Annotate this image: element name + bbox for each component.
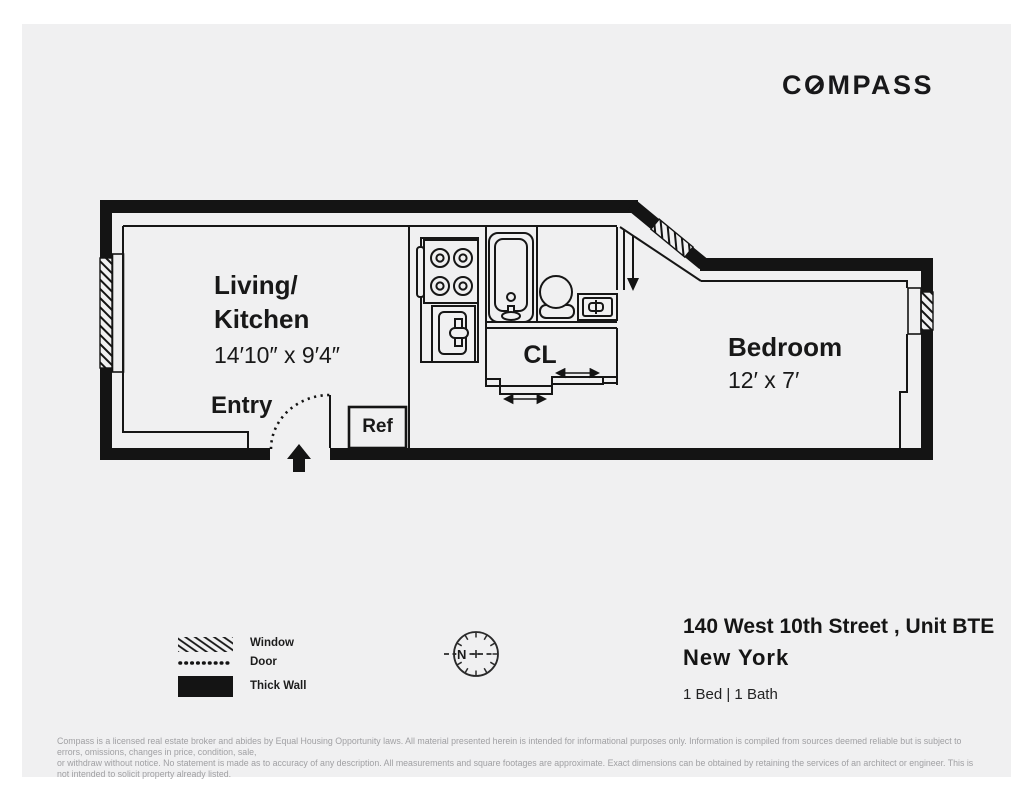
bathroom-fixtures: [488, 232, 618, 323]
diagonal-window: [649, 218, 695, 259]
living-kitchen-dimensions: 14′10″ x 9′4″: [214, 342, 340, 368]
legend-door-label: Door: [250, 656, 277, 668]
bathtub-faucet: [501, 311, 521, 321]
logo-letters-mpass: MPASS: [827, 70, 935, 100]
closet-door-panel-left: [499, 385, 553, 395]
left-window-sill: [111, 253, 125, 373]
entry-label: Entry: [211, 392, 273, 419]
closet-doors: [485, 367, 618, 405]
closet-jamb-left: [485, 378, 501, 387]
entry-arrow-head: [287, 444, 311, 459]
legend-symbols: [178, 637, 235, 697]
compass-rose: N: [444, 631, 499, 677]
exterior-walls: [100, 200, 933, 460]
interior-partitions: [122, 225, 908, 449]
legend-thick-wall-label: Thick Wall: [250, 680, 307, 692]
logo-letter-c: C: [782, 70, 804, 100]
compass-logo: COMPASS: [782, 70, 938, 101]
disclaimer-text: Compass is a licensed real estate broker…: [57, 736, 974, 779]
refrigerator-box: [347, 405, 408, 450]
entry-door: [269, 393, 331, 472]
refrigerator-label: Ref: [362, 416, 393, 437]
bedroom-dimensions: 12′ x 7′: [728, 367, 800, 393]
compass-north-label: N: [457, 647, 466, 662]
legend-window-label: Window: [250, 637, 294, 649]
stove: [423, 239, 479, 304]
bedroom-label: Bedroom 12′ x 7′: [728, 332, 843, 393]
kitchen-faucet: [449, 327, 469, 339]
bathtub-drain: [506, 292, 516, 302]
living-kitchen-label: Living/ Kitchen 14′10″ x 9′4″: [214, 268, 340, 372]
entry-door-swing: [269, 393, 331, 450]
legend-window-symbol: [178, 637, 233, 652]
kitchen-fixtures: [416, 237, 479, 363]
closet-label: CL: [523, 341, 557, 369]
legend-thick-wall-symbol: [178, 676, 233, 697]
stove-handle: [416, 246, 425, 298]
right-window-sill: [907, 287, 922, 335]
toilet-bowl: [539, 275, 573, 309]
entry-arrow-shaft: [293, 458, 305, 472]
listing-address: 140 West 10th Street , Unit BTE: [683, 615, 995, 638]
closet-jamb-right: [602, 376, 618, 384]
compass-center-cross: [472, 650, 480, 658]
left-window: [99, 257, 113, 369]
logo-letter-o: O: [804, 70, 828, 101]
listing-city: New York: [683, 645, 790, 670]
listing-bed-bath: 1 Bed | 1 Bath: [683, 686, 778, 703]
closet-door-panel-right: [551, 376, 604, 385]
bedroom-entry-arrow: [627, 236, 639, 291]
right-window: [920, 291, 934, 331]
